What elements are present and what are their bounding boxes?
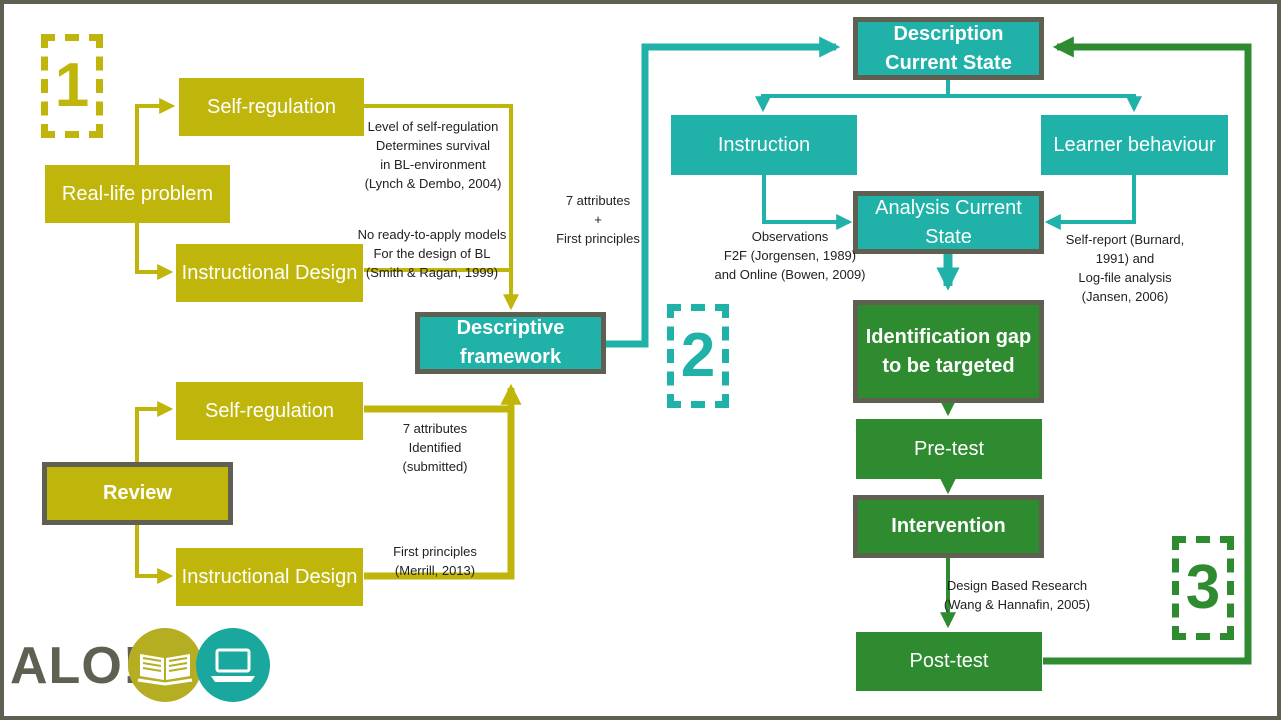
observations-note: Observations F2F (Jorgensen, 1989) and O…	[700, 227, 880, 284]
note-line: Level of self-regulation	[367, 119, 499, 134]
note-line: 7 attributes	[402, 421, 468, 436]
descriptive-framework-label: Descriptive framework	[456, 317, 565, 368]
note-line: Self-report (Burnard,	[1065, 232, 1185, 247]
logo-text: ALO!	[10, 637, 142, 695]
note-line: (Smith & Ragan, 1999)	[365, 265, 499, 280]
instruction-label: Instruction	[717, 133, 811, 156]
note-line: First principles	[556, 231, 640, 246]
note-line: Observations	[751, 229, 829, 244]
intervention-box: Intervention	[853, 495, 1044, 558]
instructional-design-top-label: Instructional Design	[181, 261, 358, 284]
design-models-note: No ready-to-apply models For the design …	[337, 225, 527, 282]
pre-test-label: Pre-test	[913, 437, 985, 460]
self-regulation-top-label: Self-regulation	[207, 95, 336, 118]
open-book-icon	[128, 628, 202, 702]
review-label: Review	[103, 482, 172, 504]
instructional-design-bottom-label: Instructional Design	[181, 565, 358, 588]
first-principles-note: First principles (Merrill, 2013)	[375, 542, 495, 580]
description-current-state-label: Description Current State	[885, 22, 1012, 74]
learner-behaviour-label: Learner behaviour	[1053, 133, 1216, 156]
section-1-marker: 1	[41, 34, 103, 138]
self-report-note: Self-report (Burnard, 1991) and Log-file…	[1050, 230, 1200, 306]
note-line: in BL-environment	[380, 157, 486, 172]
instructional-design-bottom-box: Instructional Design	[176, 548, 363, 606]
note-line: Identified	[408, 440, 462, 455]
note-line: (Merrill, 2013)	[394, 563, 476, 578]
instructional-design-top-box: Instructional Design	[176, 244, 363, 302]
section-2-marker: 2	[667, 304, 729, 408]
self-regulation-bottom-box: Self-regulation	[176, 382, 363, 440]
alo-logo: ALO!	[10, 628, 272, 704]
note-line: First principles	[393, 544, 477, 559]
section-1-number: 1	[54, 51, 90, 120]
note-line: (Wang & Hannafin, 2005)	[943, 597, 1091, 612]
note-line: F2F (Jorgensen, 1989)	[723, 248, 857, 263]
note-line: (Jansen, 2006)	[1081, 289, 1169, 304]
attributes-identified-note: 7 attributes Identified (submitted)	[380, 419, 490, 476]
self-regulation-note: Level of self-regulation Determines surv…	[339, 117, 527, 193]
section-3-marker: 3	[1172, 536, 1234, 640]
note-line: For the design of BL	[373, 246, 491, 261]
intervention-label: Intervention	[891, 515, 1006, 537]
analysis-current-state-box: Analysis Current State	[853, 191, 1044, 254]
analysis-current-state-label: Analysis Current State	[875, 196, 1022, 248]
laptop-icon	[196, 628, 270, 702]
design-based-research-note: Design Based Research (Wang & Hannafin, …	[927, 576, 1107, 614]
real-life-problem-box: Real-life problem	[45, 165, 230, 223]
section-3-number: 3	[1185, 553, 1221, 622]
instruction-box: Instruction	[671, 115, 857, 175]
note-line: Determines survival	[375, 138, 491, 153]
note-line: 1991) and	[1095, 251, 1155, 266]
description-current-state-box: Description Current State	[853, 17, 1044, 80]
note-line: (Lynch & Dembo, 2004)	[364, 176, 502, 191]
identification-gap-label: Identification gap to be targeted	[865, 325, 1032, 377]
self-regulation-top-box: Self-regulation	[179, 78, 364, 136]
learner-behaviour-box: Learner behaviour	[1041, 115, 1228, 175]
attributes-principles-note: 7 attributes + First principles	[546, 191, 650, 248]
identification-gap-box: Identification gap to be targeted	[853, 300, 1044, 403]
post-test-box: Post-test	[856, 632, 1042, 691]
note-line: Log-file analysis	[1078, 270, 1172, 285]
section-2-number: 2	[680, 321, 716, 390]
note-line: +	[594, 212, 602, 227]
self-regulation-bottom-label: Self-regulation	[205, 399, 334, 422]
post-test-label: Post-test	[909, 650, 989, 672]
note-line: 7 attributes	[565, 193, 631, 208]
real-life-problem-label: Real-life problem	[61, 182, 214, 205]
descriptive-framework-box: Descriptive framework	[415, 312, 606, 374]
note-line: (submitted)	[402, 459, 468, 474]
note-line: and Online (Bowen, 2009)	[714, 267, 866, 282]
review-box: Review	[42, 462, 233, 525]
pre-test-box: Pre-test	[856, 419, 1042, 479]
note-line: Design Based Research	[946, 578, 1088, 593]
note-line: No ready-to-apply models	[357, 227, 507, 242]
